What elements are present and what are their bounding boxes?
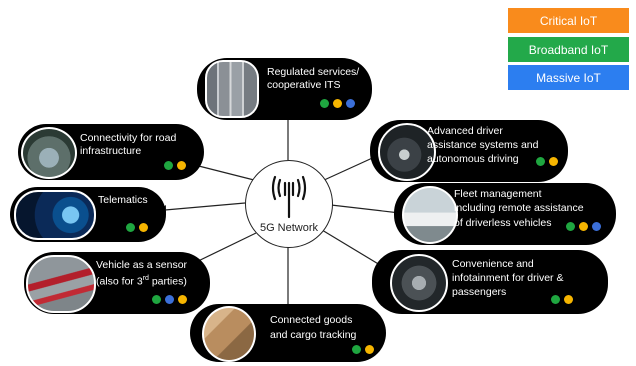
infotainment-interior-photo <box>390 254 448 312</box>
sensor-iot-dots <box>152 295 187 304</box>
node-regulated-services: Regulated services/ cooperative ITS <box>197 58 372 120</box>
road-iot-dots <box>164 161 186 170</box>
convenience-iot-dots <box>551 295 573 304</box>
critical-dot <box>549 157 558 166</box>
fleet-label-3: of driverless vehicles <box>454 217 552 229</box>
road-label-2: infrastructure <box>80 145 142 157</box>
adas-label-2: assistance systems and <box>427 139 539 151</box>
sensor-label-2-sup: rd <box>142 275 149 282</box>
telematics-label: Telematics <box>98 194 148 206</box>
adas-label-1: Advanced driver <box>427 125 503 137</box>
node-convenience-infotainment: Convenience and infotainment for driver … <box>372 250 608 314</box>
convenience-label-3: passengers <box>452 286 507 298</box>
node-adas: Advanced driver assistance systems and a… <box>370 120 568 182</box>
fleet-label-1: Fleet management <box>454 188 542 200</box>
cargo-box-photo <box>202 306 256 362</box>
critical-dot <box>333 99 342 108</box>
node-road-infrastructure: Connectivity for road infrastructure <box>18 124 204 180</box>
massive-dot <box>346 99 355 108</box>
massive-dot <box>165 295 174 304</box>
broadband-dot <box>566 222 575 231</box>
adas-label-3: autonomous driving <box>427 153 519 165</box>
broadband-dot <box>536 157 545 166</box>
node-vehicle-sensor: Vehicle as a sensor (also for 3rd partie… <box>24 252 210 314</box>
cargo-label-1: Connected goods <box>270 314 353 326</box>
sensor-label-2-pre: (also for 3 <box>96 275 143 288</box>
regulated-iot-dots <box>320 99 355 108</box>
connector-convenience <box>321 229 386 269</box>
regulated-label-2: cooperative ITS <box>267 79 341 91</box>
sensor-label-2: (also for 3rd parties) <box>96 272 187 289</box>
legend-broadband-iot: Broadband IoT <box>508 37 629 62</box>
convenience-label-2: infotainment for driver & <box>452 272 564 284</box>
adas-iot-dots <box>536 157 558 166</box>
telematics-iot-dots <box>126 223 148 232</box>
legend-massive-iot: Massive IoT <box>508 65 629 90</box>
telematics-dashboard-photo <box>14 190 96 240</box>
road-infrastructure-photo <box>21 127 77 179</box>
critical-dot <box>177 161 186 170</box>
broadband-dot <box>152 295 161 304</box>
convenience-label-1: Convenience and <box>452 258 534 270</box>
traffic-jam-photo <box>205 60 259 118</box>
broadband-dot <box>126 223 135 232</box>
sensor-label-1: Vehicle as a sensor <box>96 259 188 271</box>
broadband-dot <box>551 295 560 304</box>
hub-label: 5G Network <box>259 222 319 234</box>
signal-tower-icon <box>271 175 307 219</box>
connector-telematics <box>164 202 246 211</box>
fleet-label-2: including remote assistance <box>454 202 584 214</box>
critical-dot <box>178 295 187 304</box>
node-fleet-management: Fleet management including remote assist… <box>394 183 616 245</box>
cargo-iot-dots <box>352 345 374 354</box>
road-label-1: Connectivity for road <box>80 132 177 144</box>
connector-fleet <box>330 204 401 214</box>
adas-cockpit-photo <box>378 123 436 181</box>
critical-dot <box>365 345 374 354</box>
legend-critical-iot: Critical IoT <box>508 8 629 33</box>
critical-dot <box>579 222 588 231</box>
regulated-label-1: Regulated services/ <box>267 66 360 78</box>
sensor-label-2-post: parties) <box>148 275 187 288</box>
massive-dot <box>592 222 601 231</box>
5g-network-hub: 5G Network <box>245 160 333 248</box>
critical-dot <box>139 223 148 232</box>
vehicle-sensor-photo <box>26 255 96 313</box>
node-telematics: Telematics <box>10 187 166 242</box>
broadband-dot <box>320 99 329 108</box>
critical-dot <box>564 295 573 304</box>
fleet-vehicle-photo <box>402 186 458 244</box>
fleet-iot-dots <box>566 222 601 231</box>
broadband-dot <box>352 345 361 354</box>
broadband-dot <box>164 161 173 170</box>
cargo-label-2: and cargo tracking <box>270 329 357 341</box>
node-cargo-tracking: Connected goods and cargo tracking <box>190 304 386 362</box>
